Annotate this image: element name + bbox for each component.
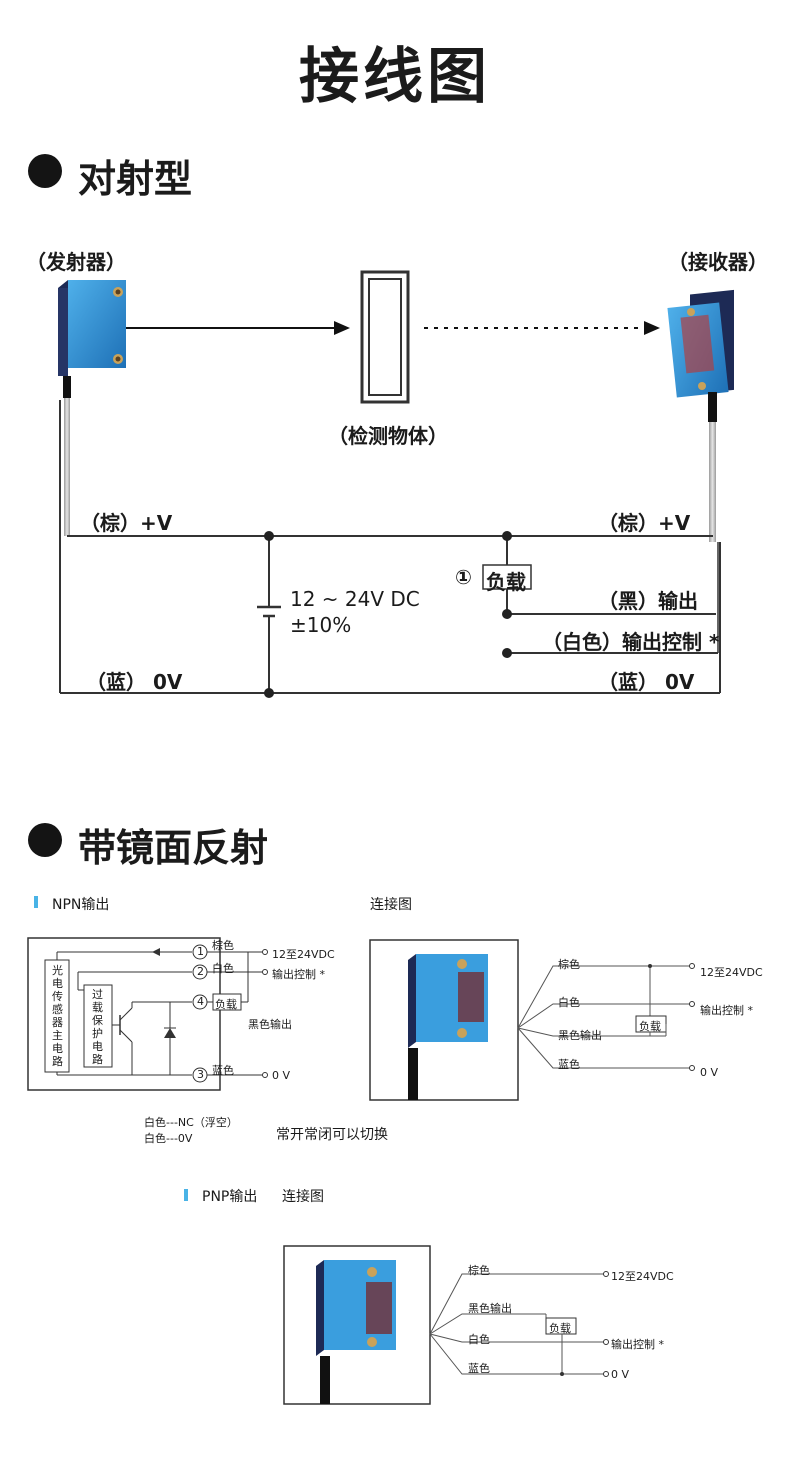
terminal-4: 4 <box>197 995 204 1008</box>
page-title: 接线图 <box>299 42 491 112</box>
npn-wire-brown: 棕色 <box>212 939 234 952</box>
npn-wire-white: 白色 <box>212 962 234 975</box>
npn-circuit-diagram <box>27 937 268 1091</box>
npn-conn-zero-v: 0 V <box>700 1066 719 1079</box>
load-number: ① <box>455 565 472 589</box>
npn-zero-v: 0 V <box>272 1069 291 1082</box>
npn-note-line1: 白色---NC（浮空） <box>144 1116 238 1129</box>
pnp-conn-supply: 12至24VDC <box>611 1270 674 1283</box>
black-output-label: （黑）输出 <box>598 589 698 613</box>
pnp-connection-diagram <box>283 1245 609 1405</box>
load-box <box>482 564 532 590</box>
blue-left-label: （蓝） 0V <box>86 670 183 694</box>
brown-left-label: （棕）+V <box>80 511 173 535</box>
section-bullet-icon <box>28 154 62 188</box>
pnp-conn-brown: 棕色 <box>468 1264 490 1277</box>
npn-conn-blue: 蓝色 <box>558 1058 580 1071</box>
receiver-sensor-icon <box>667 289 734 422</box>
npn-conn-black: 黑色输出 <box>558 1029 602 1042</box>
object-label: （检测物体） <box>328 424 448 448</box>
pnp-conn-control: 输出控制 * <box>611 1338 664 1351</box>
supply-voltage: 12 ~ 24V DC <box>290 587 420 611</box>
npn-black-output: 黑色输出 <box>248 1018 292 1031</box>
emitter-sensor-icon <box>58 280 126 398</box>
terminal-1: 1 <box>197 945 204 958</box>
npn-supply: 12至24VDC <box>272 948 335 961</box>
npn-conn-supply: 12至24VDC <box>700 966 763 979</box>
npn-connection-diagram <box>369 939 695 1101</box>
emitter-label: （发射器） <box>26 250 126 274</box>
white-control-label: （白色）输出控制 * <box>542 630 720 654</box>
npn-header: NPN输出 <box>52 897 110 913</box>
pnp-conn-zero-v: 0 V <box>611 1368 630 1381</box>
pnp-header-conn: 连接图 <box>282 1189 324 1205</box>
terminal-2: 2 <box>197 965 204 978</box>
receiver-label: （接收器） <box>668 250 768 274</box>
connection-header: 连接图 <box>370 897 412 913</box>
pnp-conn-blue: 蓝色 <box>468 1362 490 1375</box>
thrubeam-wiring-diagram <box>58 270 734 698</box>
npn-note-line2: 白色---0V <box>144 1132 193 1145</box>
load-label: 负载 <box>486 570 526 594</box>
npn-load: 负载 <box>215 998 237 1011</box>
pnp-conn-load: 负载 <box>549 1322 571 1335</box>
npn-conn-control: 输出控制 * <box>700 1004 753 1017</box>
section-title-mirror: 带镜面反射 <box>78 826 269 870</box>
brown-right-label: （棕）+V <box>598 511 691 535</box>
detected-object-icon <box>360 270 410 404</box>
blue-right-label: （蓝） 0V <box>598 670 695 694</box>
protect-circuit-label: 过载保护电路 <box>92 988 103 1066</box>
main-circuit-label: 光电传感器主电路 <box>52 964 63 1068</box>
supply-tolerance: ±10% <box>290 613 352 637</box>
section-bullet-icon <box>28 823 62 857</box>
section-title-thrubeam: 对射型 <box>78 157 193 201</box>
pnp-header-bar <box>184 1189 188 1201</box>
npn-wire-blue: 蓝色 <box>212 1064 234 1077</box>
pnp-conn-black: 黑色输出 <box>468 1302 512 1315</box>
npn-conn-brown: 棕色 <box>558 958 580 971</box>
npn-header-bar <box>34 896 38 908</box>
pnp-header: PNP输出 <box>202 1189 258 1205</box>
npn-conn-load: 负载 <box>639 1020 661 1033</box>
pnp-conn-white: 白色 <box>468 1333 490 1346</box>
npn-conn-white: 白色 <box>558 996 580 1009</box>
npn-note-switch: 常开常闭可以切换 <box>276 1127 388 1143</box>
npn-control: 输出控制 * <box>272 968 325 981</box>
terminal-3: 3 <box>197 1068 204 1081</box>
